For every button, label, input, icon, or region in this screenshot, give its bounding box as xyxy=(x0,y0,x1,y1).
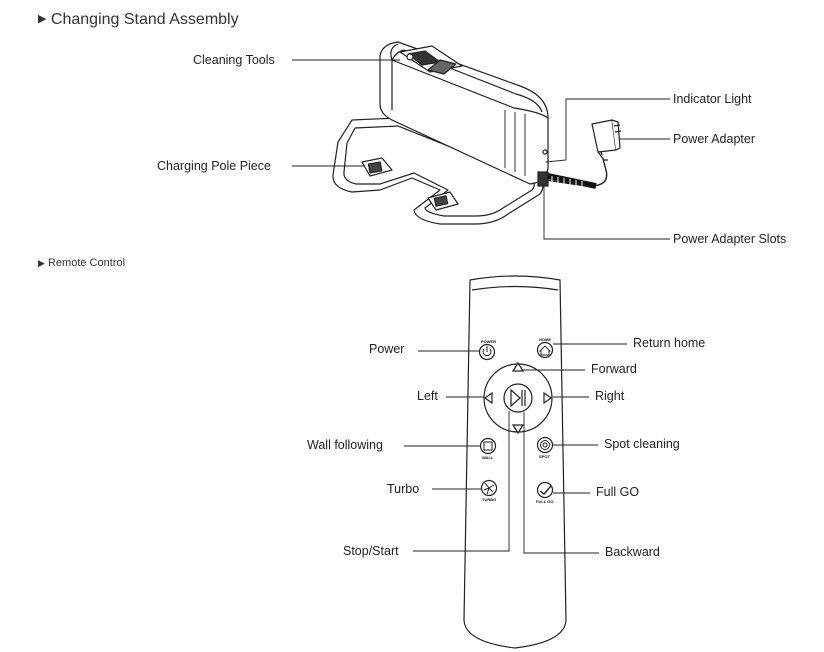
remote-control-illustration xyxy=(463,275,567,649)
stop-start-button xyxy=(503,383,533,413)
label-full-go: Full GO xyxy=(596,485,640,499)
label-charging-pole-piece: Charging Pole Piece xyxy=(157,159,271,173)
label-indicator-light: Indicator Light xyxy=(673,92,752,106)
bullet-icon: ▶ xyxy=(38,258,45,268)
spot-cleaning-button xyxy=(536,436,554,454)
backward-arrow-icon xyxy=(511,424,525,435)
caption-home: HOME xyxy=(539,337,551,342)
label-right: Right xyxy=(595,389,625,403)
caption-power: POWER xyxy=(481,339,496,344)
charging-pole-right xyxy=(427,191,459,211)
label-return-home: Return home xyxy=(633,336,706,350)
remote-button-captions: POWER HOME WALL SPOT TURBO FULL GO xyxy=(481,337,553,504)
label-wall-following: Wall following xyxy=(307,438,383,452)
forward-arrow-icon xyxy=(511,361,525,372)
label-backward: Backward xyxy=(605,545,660,559)
charging-pole-left xyxy=(361,157,393,177)
label-power: Power xyxy=(369,342,405,356)
charging-stand-illustration xyxy=(332,41,622,225)
section-title-text: Remote Control xyxy=(47,257,126,269)
caption-full-go: FULL GO xyxy=(536,499,553,504)
section-title-text: Changing Stand Assembly xyxy=(50,11,239,28)
section-title-charging-stand: ▶ Changing Stand Assembly xyxy=(38,12,239,28)
label-forward: Forward xyxy=(591,362,637,376)
indicator-light-dot xyxy=(542,149,548,155)
label-stop-start: Stop/Start xyxy=(343,544,399,558)
label-cleaning-tools: Cleaning Tools xyxy=(193,53,275,67)
label-spot-cleaning: Spot cleaning xyxy=(604,437,680,451)
label-power-adapter-slots: Power Adapter Slots xyxy=(673,232,787,246)
bullet-icon: ▶ xyxy=(38,13,47,25)
power-adapter-slot xyxy=(537,171,549,187)
caption-wall: WALL xyxy=(482,455,494,460)
remote-leaders xyxy=(404,343,627,554)
label-left: Left xyxy=(417,389,438,403)
charging-stand-leaders xyxy=(292,59,670,240)
wall-following-button xyxy=(479,437,497,455)
left-arrow-icon xyxy=(483,391,493,405)
cleaning-tools-slot xyxy=(399,45,463,75)
power-adapter xyxy=(591,119,622,161)
label-power-adapter: Power Adapter xyxy=(673,132,755,146)
right-arrow-icon xyxy=(543,391,553,405)
full-go-button xyxy=(536,481,554,499)
label-turbo: Turbo xyxy=(387,482,420,496)
caption-turbo: TURBO xyxy=(482,497,496,502)
section-title-remote-control: ▶ Remote Control xyxy=(38,258,125,269)
caption-spot: SPOT xyxy=(539,454,550,459)
